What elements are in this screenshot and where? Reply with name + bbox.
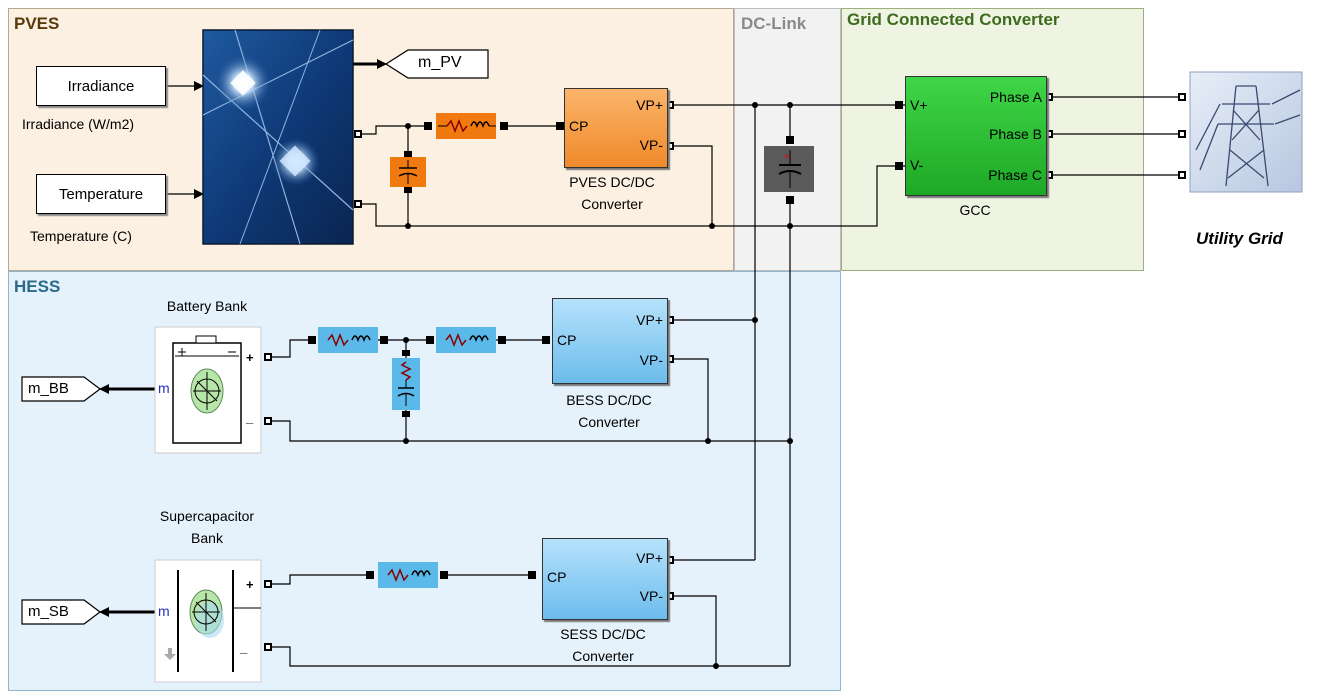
temperature-block-label: Temperature [58,185,144,203]
hess-area-title: HESS [14,277,61,296]
m-bb-label: m_BB [28,380,69,397]
m-sb-goto-tag[interactable] [21,599,101,625]
pves-dcdc-converter-block[interactable]: CP VP+ VP- [564,88,668,168]
irradiance-block-label: Irradiance [67,77,135,95]
supercapacitor-bank-block[interactable] [154,559,262,683]
supercap-plus-label: + [246,577,254,592]
irradiance-block[interactable]: Irradiance [36,66,166,106]
dc-link-capacitor[interactable]: + [764,146,814,192]
utility-grid-caption: Utility Grid [1196,229,1283,248]
pves-converter-vp-minus-port: VP- [639,137,663,153]
irradiance-caption: Irradiance (W/m2) [22,116,135,132]
port-markers-inner [266,95,1184,649]
supercap-m-port-label: m [158,603,170,619]
battery-plus-label: + [246,350,254,365]
supercap-caption-1: Supercapacitor [159,508,255,524]
bess-converter-vp-plus-port: VP+ [636,312,663,328]
pv-array-block[interactable] [202,29,354,245]
gcc-phase-b-port: Phase B [989,126,1042,142]
temperature-caption: Temperature (C) [30,228,132,244]
junction-dots [403,102,793,669]
bess-filter-rc[interactable] [392,358,420,410]
sess-converter-caption-2: Converter [572,648,634,664]
gcc-phase-c-port: Phase C [988,167,1042,183]
pves-converter-vp-plus-port: VP+ [636,97,663,113]
bess-filter-rl-2[interactable] [436,327,496,353]
bess-dcdc-converter-block[interactable]: CP VP+ VP- [552,298,668,384]
supercap-minus-label: _ [240,640,248,655]
pves-converter-cp-port: CP [569,118,589,134]
sess-converter-caption-1: SESS DC/DC [560,626,646,642]
pves-filter-capacitor[interactable] [390,157,426,187]
gcc-v-plus-port: V+ [910,97,928,113]
bess-converter-caption-1: BESS DC/DC [566,392,652,408]
m-pv-label: m_PV [418,54,462,71]
svg-text:+: + [784,152,790,163]
sess-converter-vp-plus-port: VP+ [636,550,663,566]
sess-filter-rl[interactable] [378,562,438,588]
bess-converter-cp-port: CP [557,332,577,348]
bess-converter-vp-minus-port: VP- [639,352,663,368]
supercap-caption-2: Bank [191,530,223,546]
pves-converter-caption-1: PVES DC/DC [569,174,655,190]
battery-bank-block[interactable] [154,326,262,454]
m-bb-goto-tag[interactable] [21,376,101,402]
sess-converter-vp-minus-port: VP- [639,588,663,604]
bess-filter-rl-1[interactable] [318,327,378,353]
m-pv-goto-tag[interactable] [384,49,489,79]
gcc-block[interactable]: V+ V- Phase A Phase B Phase C [905,76,1047,196]
m-sb-label: m_SB [28,603,69,620]
dc-link-area-title: DC-Link [741,14,807,33]
battery-bank-caption: Battery Bank [166,298,248,314]
wires [99,59,1180,667]
gcc-caption: GCC [959,202,991,218]
hess-area [8,271,841,691]
gcc-area-title: Grid Connected Converter [847,10,1060,29]
pves-filter-rl[interactable] [436,113,496,139]
sess-converter-cp-port: CP [547,569,567,585]
temperature-block[interactable]: Temperature [36,174,166,214]
bess-converter-caption-2: Converter [578,414,640,430]
gcc-v-minus-port: V- [910,157,924,173]
gcc-phase-a-port: Phase A [989,89,1042,105]
sess-dcdc-converter-block[interactable]: CP VP+ VP- [542,538,668,620]
pves-area-title: PVES [14,14,60,33]
battery-minus-label: _ [246,410,254,425]
pves-converter-caption-2: Converter [581,196,643,212]
battery-m-port-label: m [158,380,170,396]
utility-grid-block[interactable] [1189,71,1303,193]
